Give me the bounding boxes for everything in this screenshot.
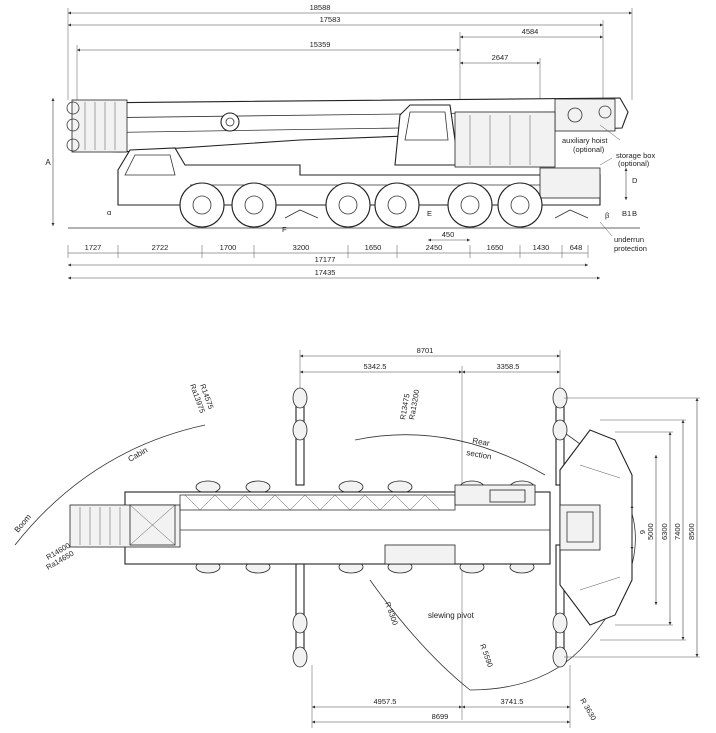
axle-dim-2: 2722 <box>152 243 169 252</box>
letter-e: E <box>427 209 432 218</box>
svg-text:450: 450 <box>442 230 455 239</box>
radius-r3630: R 3630 <box>578 697 598 722</box>
dim-3358: 3358.5 <box>497 362 520 371</box>
rear-counterweight <box>559 429 633 626</box>
dim-8701: 8701 <box>417 346 434 355</box>
axle-dimension-chain: 1727 2722 1700 3200 1650 2450 1650 1430 … <box>67 243 589 258</box>
label-aux-hoist-optional: (optional) <box>573 145 605 154</box>
axle-dim-5: 1650 <box>365 243 382 252</box>
axle-dim-3: 1700 <box>220 243 237 252</box>
axle-dim-8: 1430 <box>533 243 550 252</box>
side-annotations: auxiliary hoist (optional) storage box (… <box>562 124 655 253</box>
letter-f: F <box>282 225 287 234</box>
label-underrun: underrun <box>614 235 644 244</box>
dim-8500: 8500 <box>687 523 696 540</box>
dim-2647: 2647 <box>492 53 509 62</box>
radius-r8300: R 8300 <box>383 601 400 627</box>
dim-17435: 17435 <box>315 268 336 277</box>
dim-5000: 5000 <box>646 523 655 540</box>
dim-6300: 6300 <box>660 523 669 540</box>
outrigger-pads <box>284 209 589 219</box>
dim-15359: 15359 <box>310 40 331 49</box>
top-chassis-boom <box>69 484 551 565</box>
label-section: section <box>466 448 493 461</box>
superstructure <box>394 104 556 168</box>
label-rear: Rear <box>472 436 491 448</box>
axle-dim-4: 3200 <box>293 243 310 252</box>
top-view-bottom-dims: 4957.5 3741.5 8699 <box>311 665 571 728</box>
axle-dim-7: 1650 <box>487 243 504 252</box>
letter-b: B <box>632 209 637 218</box>
radius-ra13200: Ra13200 <box>407 389 421 421</box>
wheels <box>179 182 543 228</box>
dim-8699: 8699 <box>432 712 449 721</box>
dim-3741: 3741.5 <box>501 697 524 706</box>
axle-dim-9: 648 <box>570 243 583 252</box>
label-slewing-pivot: slewing pivot <box>428 611 475 620</box>
label-cabin: Cabin <box>127 445 150 463</box>
dim-overall-length: 18588 <box>310 3 331 12</box>
letter-d: D <box>632 176 638 185</box>
dim-5342: 5342.5 <box>364 362 387 371</box>
dim-4957: 4957.5 <box>374 697 397 706</box>
top-dimension-lines: 18588 17583 4584 15359 2647 <box>67 3 633 100</box>
side-view: 18588 17583 4584 15359 2647 A <box>45 3 655 280</box>
label-storage-box: storage box <box>616 151 655 160</box>
label-underrun-protection: protection <box>614 244 647 253</box>
dim-letter-a: A <box>45 158 51 167</box>
angle-alpha: α <box>107 208 112 217</box>
letter-b1: B1 <box>622 209 631 218</box>
angle-beta: β <box>605 211 610 220</box>
dim-width-b: 6 <box>638 530 647 534</box>
radius-r5590: R 5590 <box>478 643 495 669</box>
axle-dim-1: 1727 <box>85 243 102 252</box>
height-dimension-a: A <box>45 98 55 226</box>
radius-r13475: R13475 <box>398 393 411 420</box>
dim-17177: 17177 <box>315 255 336 264</box>
label-storage-box-optional: (optional) <box>618 159 650 168</box>
top-view-right-dims: 6 5000 6300 7400 8500 <box>564 397 700 658</box>
dim-length-2: 17583 <box>320 15 341 24</box>
label-boom: Boom <box>13 512 34 534</box>
dim-4584: 4584 <box>522 27 539 36</box>
bottom-overall-dims: 17177 17435 <box>68 255 600 280</box>
axle-dim-6: 2450 <box>426 243 443 252</box>
top-view: 8701 5342.5 3358.5 R14575 Ra13975 R13475… <box>13 346 700 728</box>
dim-450: 450 <box>428 230 470 242</box>
dim-7400: 7400 <box>673 523 682 540</box>
label-aux-hoist: auxiliary hoist <box>562 136 608 145</box>
outriggers <box>292 387 568 668</box>
